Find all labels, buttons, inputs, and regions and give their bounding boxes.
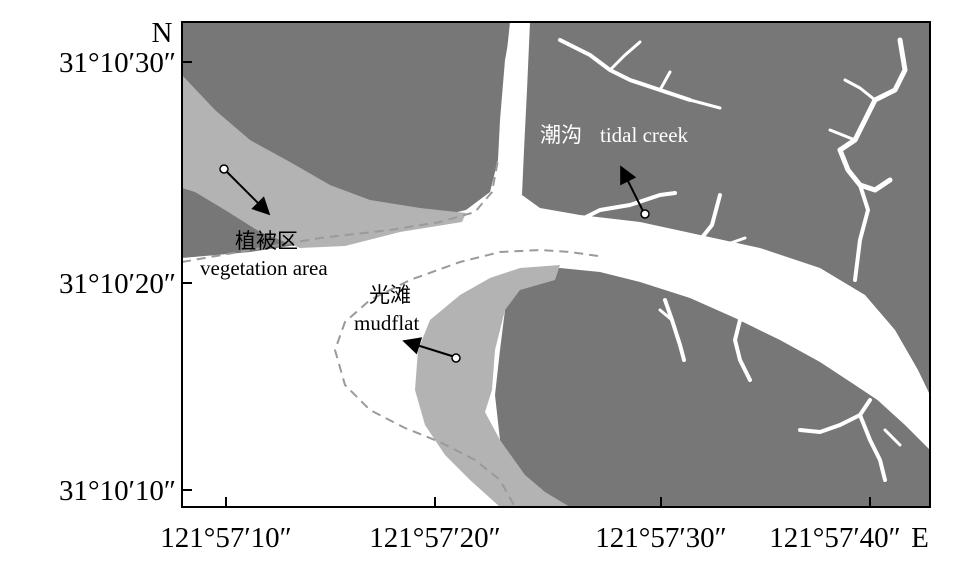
vegetation-point [219, 164, 229, 174]
longitude-tick-label: 121°57′40″ [769, 522, 901, 554]
mudflat-label-en: mudflat [354, 311, 419, 335]
main-channel [440, 22, 930, 450]
vegetation-label-cn: 植被区 [235, 229, 298, 253]
vegetation-label-en: vegetation area [200, 256, 328, 280]
annotation-arrows [219, 164, 650, 363]
creek-label-en: tidal creek [600, 123, 689, 147]
latitude-tick-label: 31°10′10″ [59, 475, 176, 507]
lower-vegetation-area [415, 265, 570, 507]
vegetation-arrow [224, 169, 271, 216]
creek-arrow [620, 165, 645, 214]
tidal-creek-branches [558, 37, 908, 482]
mudflat-arrow [402, 337, 456, 358]
latitude-tick-label: 31°10′30″ [59, 47, 176, 79]
longitude-tick-label: 121°57′10″ [160, 522, 292, 554]
creek-label-cn: 潮沟 [540, 123, 582, 147]
lower-dashed-boundary [333, 248, 599, 507]
east-label: E [911, 522, 929, 554]
latitude-tick-label: 31°10′20″ [59, 268, 176, 300]
upper-dashed-boundary [182, 159, 499, 263]
longitude-tick-label: 121°57′30″ [595, 522, 727, 554]
creek-point [640, 209, 650, 219]
mudflat-label-cn: 光滩 [369, 283, 411, 307]
north-label: N [152, 17, 173, 49]
mudflat-point [451, 353, 461, 363]
tick-marks [182, 61, 871, 507]
lower-right-land [495, 268, 930, 507]
longitude-tick-label: 121°57′20″ [369, 522, 501, 554]
map-frame [181, 21, 931, 508]
map-area [182, 22, 930, 507]
